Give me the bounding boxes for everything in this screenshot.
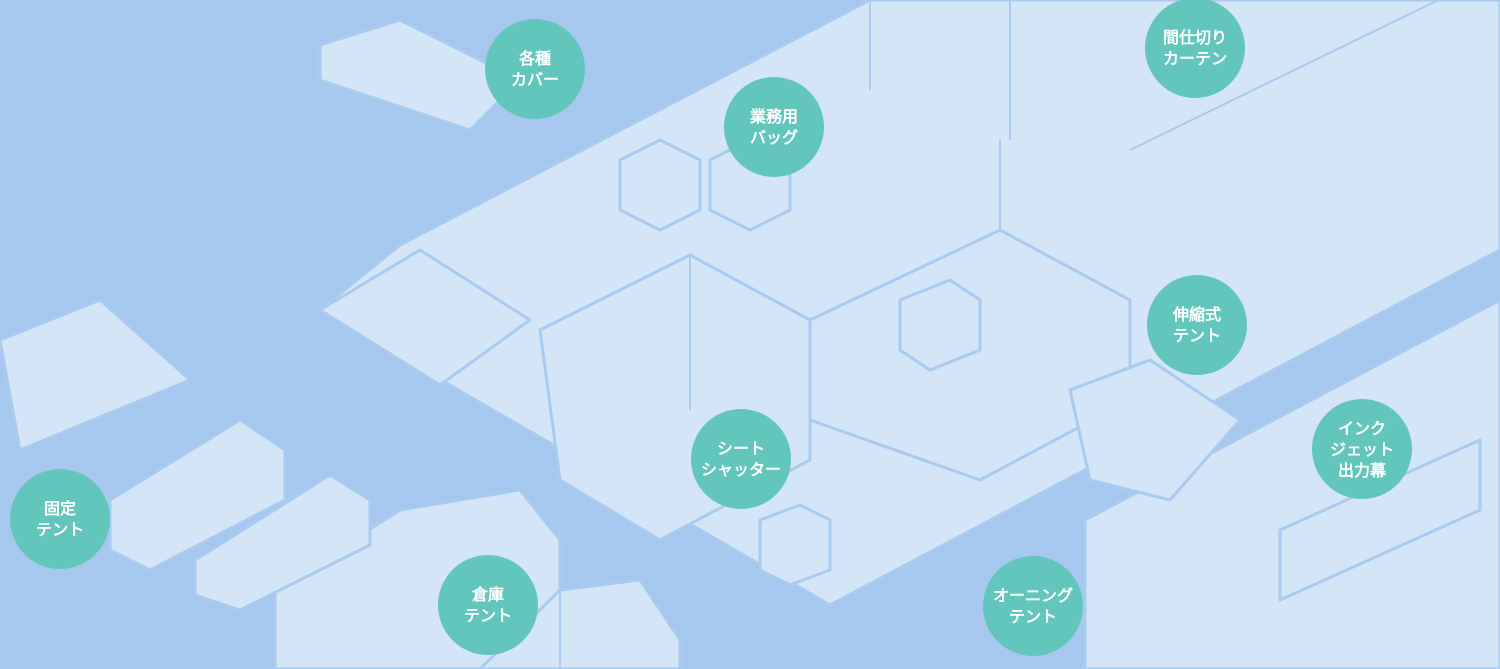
badge-awning-tent[interactable]: オーニング テント [983, 556, 1083, 656]
box-3 [898, 278, 982, 372]
truck-top [318, 18, 522, 132]
badge-label: シート シャッター [700, 439, 781, 479]
badge-label: 倉庫 テント [463, 585, 512, 625]
badge-label: 業務用 バッグ [749, 107, 798, 147]
badge-partition-curtain[interactable]: 間仕切り カーテン [1145, 0, 1245, 98]
badge-label: 間仕切り カーテン [1162, 28, 1227, 68]
badge-fixed-tent[interactable]: 固定 テント [10, 469, 110, 569]
box-1 [618, 138, 702, 232]
truck-left-1 [108, 418, 287, 572]
cart [758, 503, 832, 587]
badge-inkjet-banner[interactable]: インク ジェット 出力幕 [1312, 399, 1412, 499]
left-shed [0, 298, 192, 452]
right-building [1083, 298, 1500, 669]
awning-tent [1068, 358, 1242, 502]
banner [1278, 438, 1482, 602]
dome-tent-2 [478, 578, 682, 669]
badge-business-bags[interactable]: 業務用 バッグ [724, 77, 824, 177]
badge-label: 固定 テント [35, 499, 84, 539]
badge-various-covers[interactable]: 各種 カバー [485, 19, 585, 119]
badge-label: 伸縮式 テント [1172, 305, 1221, 345]
badge-label: オーニング テント [992, 586, 1073, 626]
badge-warehouse-tent[interactable]: 倉庫 テント [438, 555, 538, 655]
truck-left-2 [193, 473, 372, 612]
badge-label: インク ジェット 出力幕 [1329, 418, 1394, 480]
shed-canopy [318, 248, 532, 387]
badge-sheet-shutter[interactable]: シート シャッター [691, 409, 791, 509]
badge-label: 各種 カバー [510, 49, 559, 89]
badge-retractable-tent[interactable]: 伸縮式 テント [1147, 275, 1247, 375]
